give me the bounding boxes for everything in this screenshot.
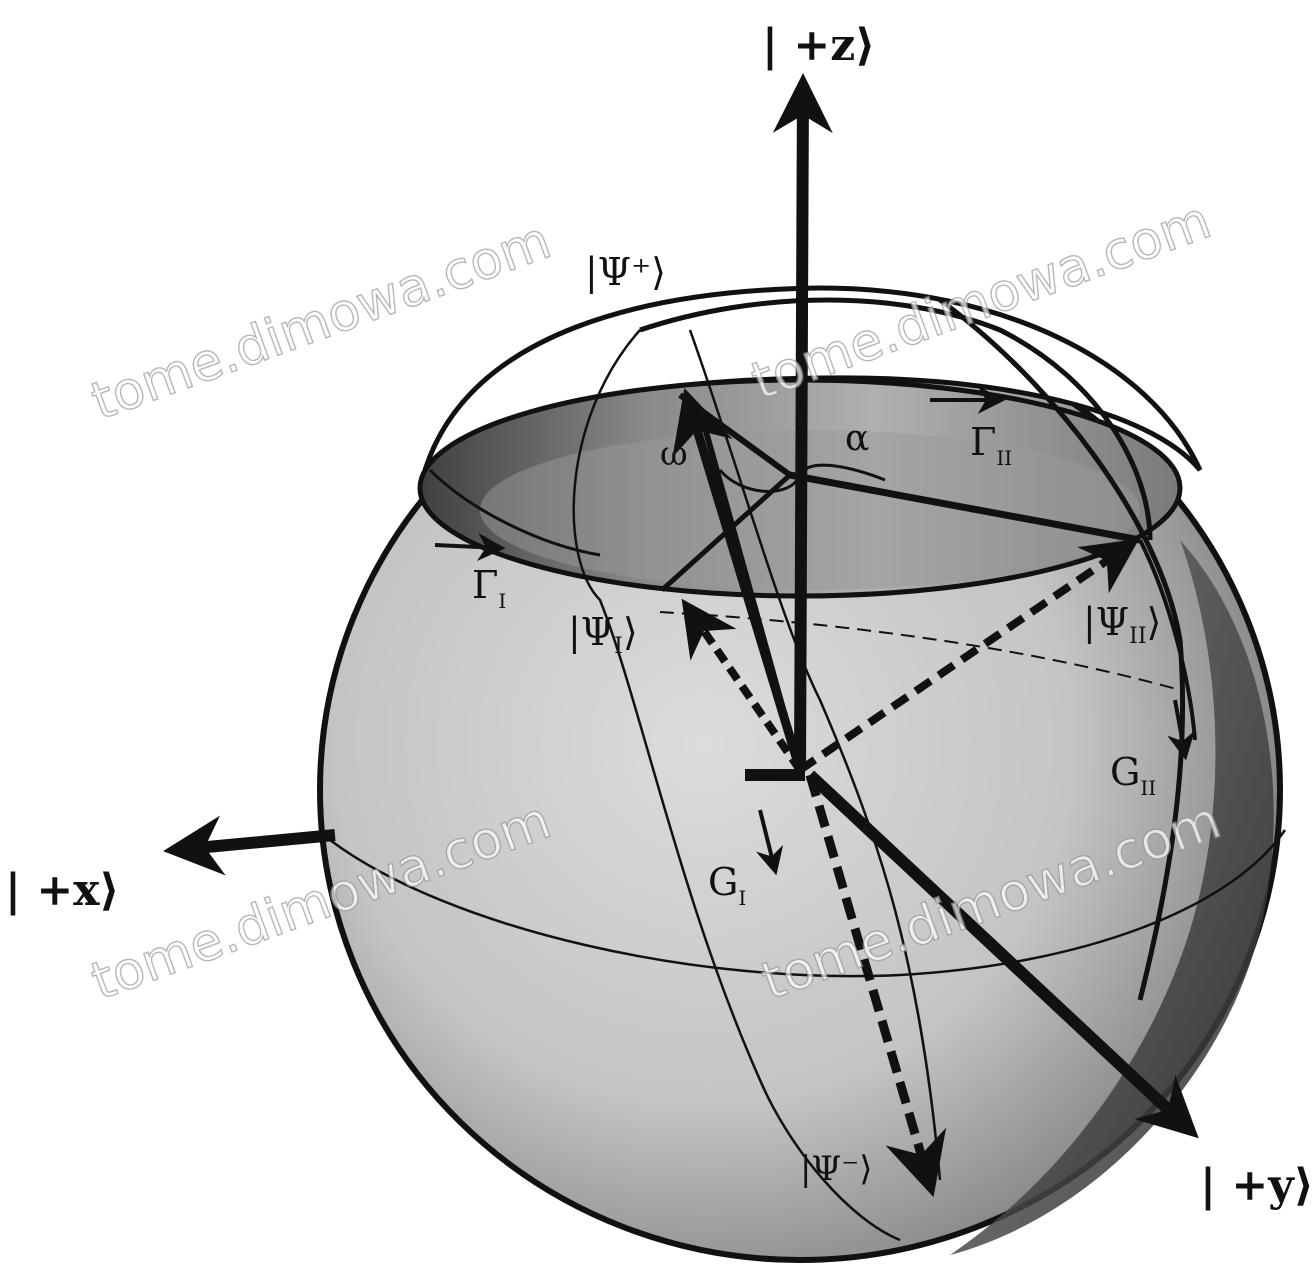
psi-vector-top (697, 409, 803, 771)
label-alpha: α (845, 418, 869, 459)
g-I-arrow (755, 809, 784, 876)
label-g-I: GI (708, 860, 746, 910)
label-plus-y: | +y⟩ (1200, 1160, 1314, 1211)
psi-II-vector-dashed (797, 538, 1140, 774)
gamma-I-arrow (434, 532, 506, 561)
label-psi-I: |ΨI⟩ (568, 610, 638, 659)
axes (163, 73, 1199, 1139)
trajectory-arrows (434, 386, 1195, 876)
label-gamma-I: ΓI (472, 563, 506, 613)
state-vectors (660, 387, 1141, 1198)
z-axis-arrow (772, 73, 833, 771)
equator (329, 829, 1287, 978)
label-psi-plus: |Ψ⁺⟩ (585, 250, 666, 294)
label-g-II: GII (1110, 750, 1156, 800)
label-plus-z: | +z⟩ (762, 20, 875, 71)
meridian-left (572, 329, 901, 1242)
label-psi-minus: |Ψ⁻⟩ (800, 1149, 872, 1189)
psi-I-vector-dashed (681, 598, 804, 773)
psi-minus-vector-dashed (805, 773, 947, 1198)
label-omega: ω (660, 434, 688, 474)
label-psi-II: |ΨII⟩ (1083, 600, 1161, 649)
g-II-arrow (1167, 699, 1195, 761)
meridian-right (938, 297, 1186, 1001)
label-gamma-II: ΓII (970, 420, 1012, 470)
x-axis-arrow (163, 815, 336, 876)
label-plus-x: | +x⟩ (5, 865, 120, 916)
y-axis-arrow (805, 770, 1199, 1139)
labels: | +z⟩ | +x⟩ | +y⟩ |Ψ⁺⟩ |Ψ⁻⟩ |ΨI⟩ |ΨII⟩ Γ… (5, 20, 1314, 1211)
meridian-center (688, 329, 942, 1181)
